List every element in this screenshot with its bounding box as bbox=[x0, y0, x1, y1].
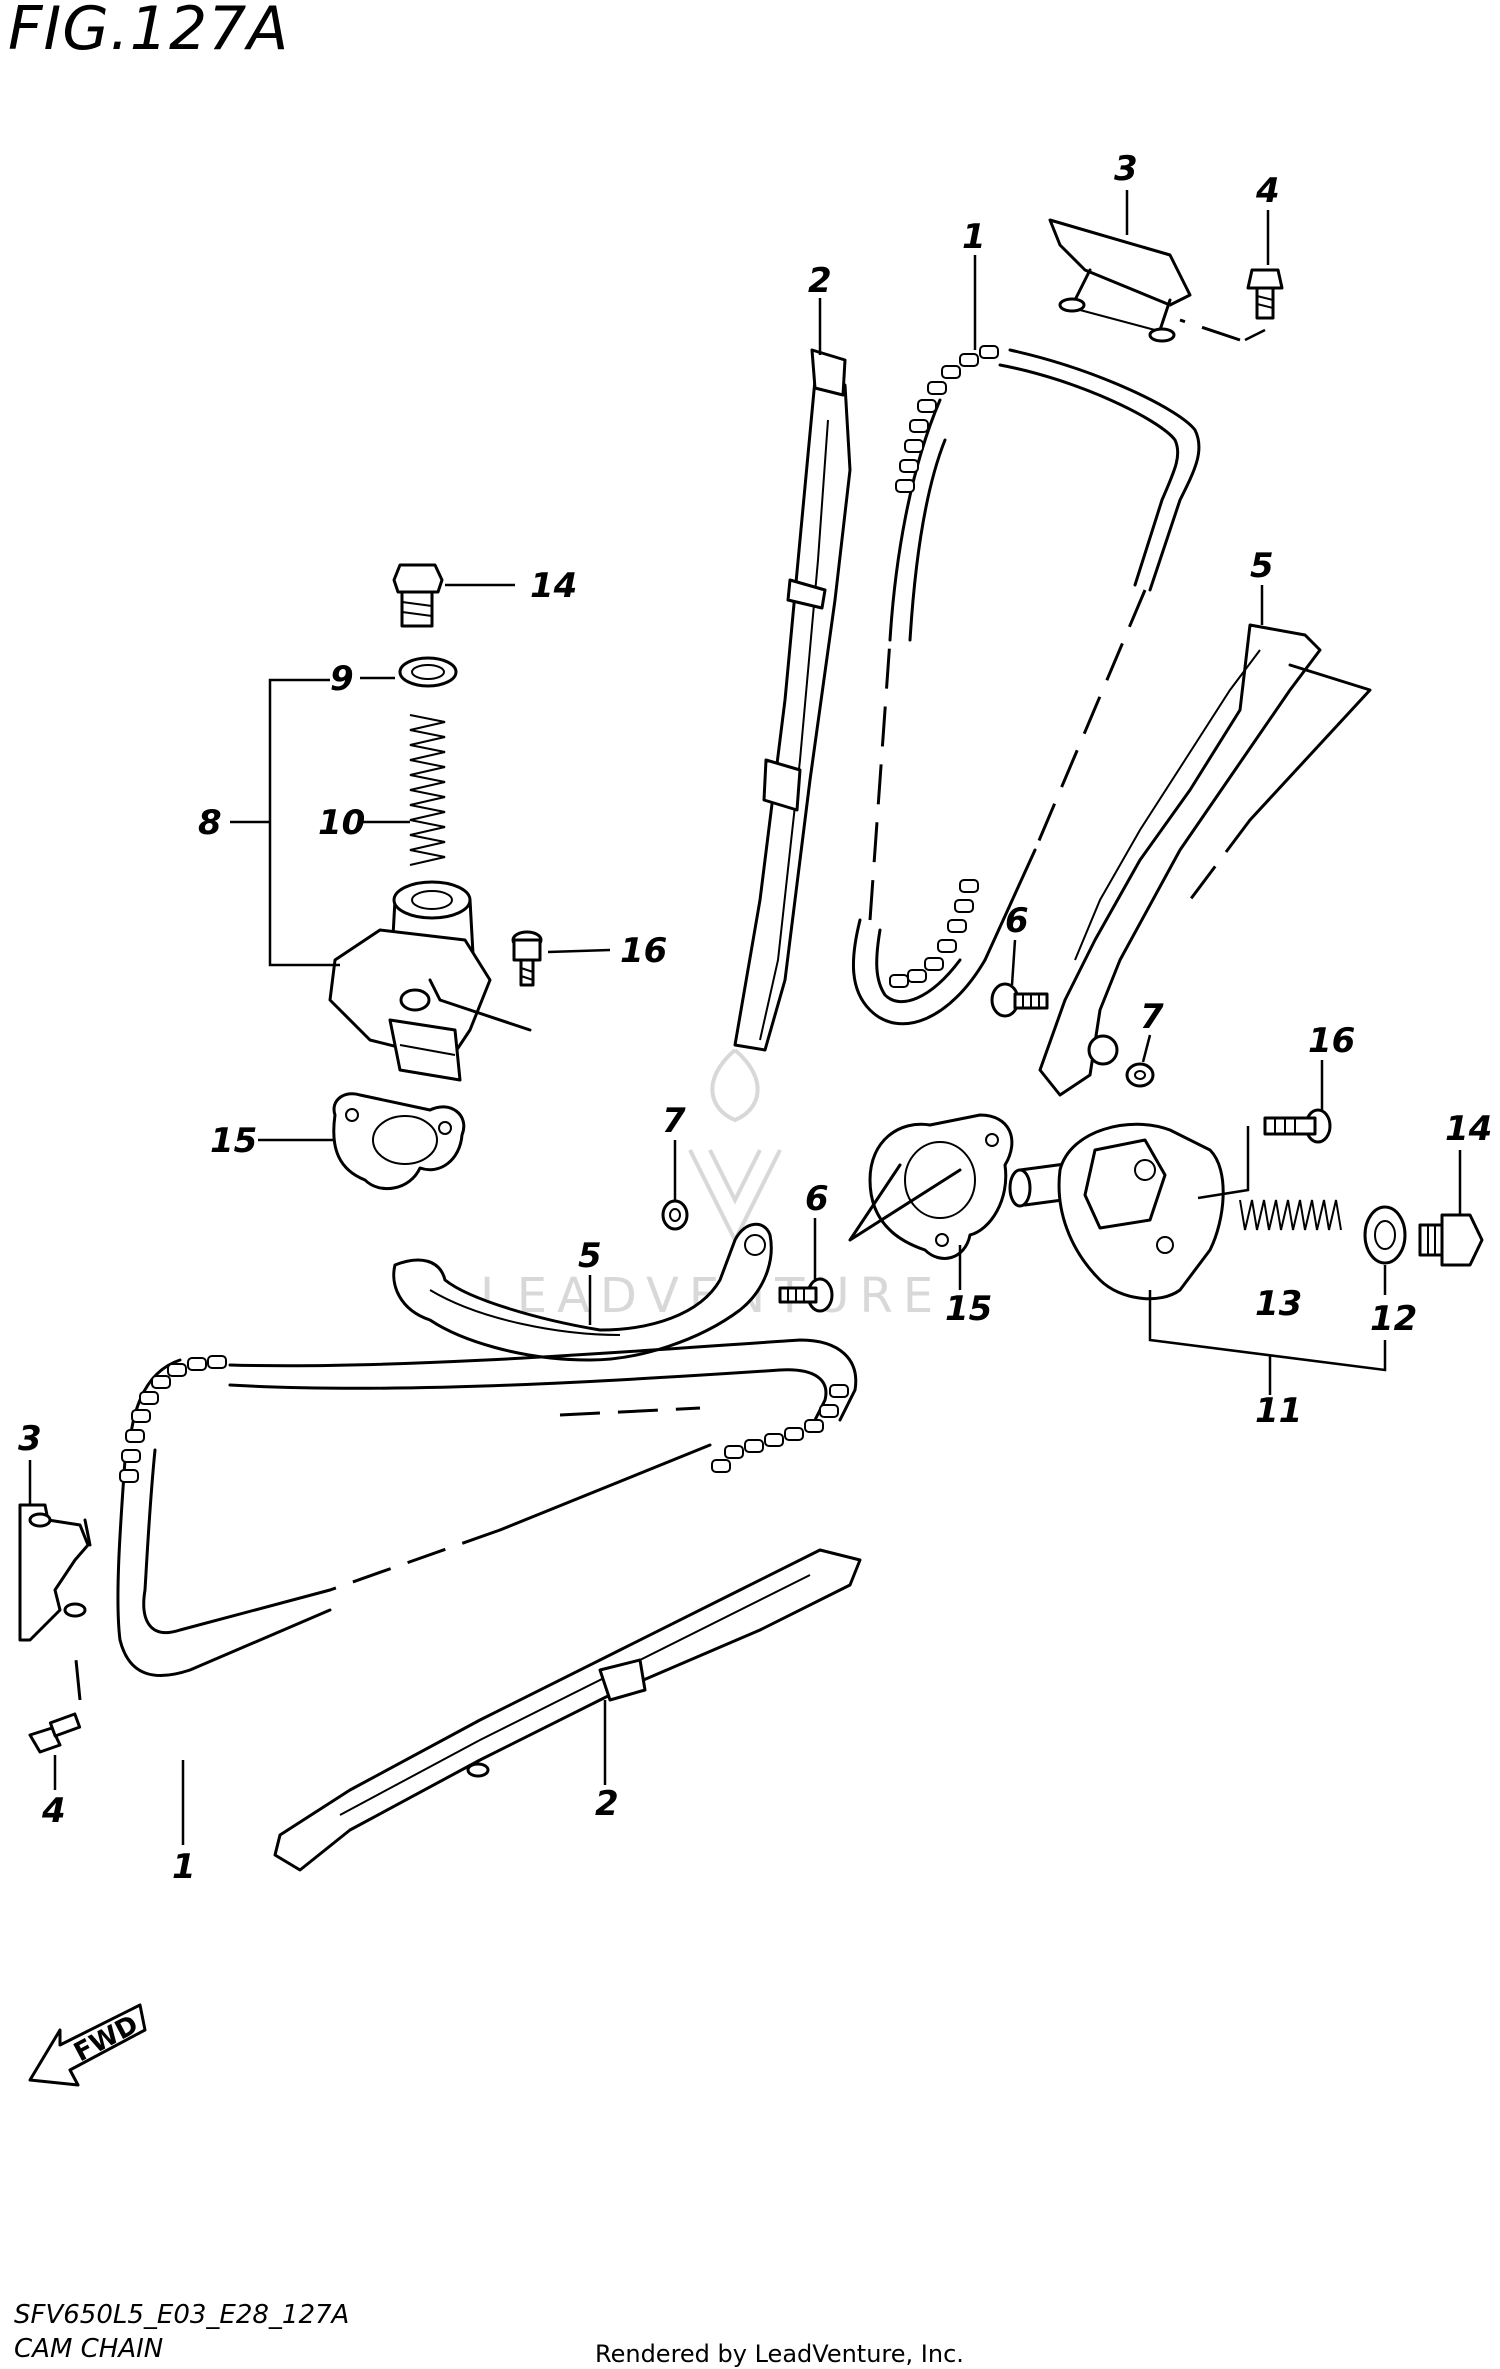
callout-1-top: 1 bbox=[962, 217, 986, 257]
leader-lines bbox=[28, 190, 1462, 1845]
callout-16-right: 16 bbox=[1308, 1021, 1355, 1061]
bracket-8 bbox=[230, 678, 340, 967]
callout-6-mid: 6 bbox=[805, 1179, 829, 1219]
spring-right bbox=[1239, 1199, 1342, 1231]
guide-plate-top bbox=[1048, 218, 1192, 343]
guide-plate-bottom bbox=[18, 1503, 92, 1642]
callout-16-left: 16 bbox=[620, 931, 667, 971]
callout-2-top: 2 bbox=[808, 261, 832, 301]
callout-4-left: 4 bbox=[41, 1791, 66, 1831]
callout-15-left: 15 bbox=[210, 1121, 257, 1161]
pivot-bolt-mid bbox=[778, 1277, 834, 1313]
callout-11: 11 bbox=[1255, 1391, 1302, 1431]
tensioner-lever-top bbox=[1038, 623, 1372, 1097]
tensioner-lever-bottom bbox=[392, 1222, 773, 1362]
callout-6-right: 6 bbox=[1005, 901, 1029, 941]
plug-bolt-left bbox=[392, 563, 444, 628]
plug-bolt-right bbox=[1418, 1213, 1484, 1267]
callout-labels: 1 2 3 4 5 14 9 8 10 16 15 6 7 16 14 7 6 … bbox=[18, 149, 1492, 1887]
cam-chain-bottom bbox=[116, 1338, 858, 1677]
chain-links-bottom-left bbox=[119, 1355, 227, 1483]
callout-15-mid: 15 bbox=[945, 1289, 992, 1329]
pivot-bolt-right bbox=[990, 982, 1049, 1018]
callout-9: 9 bbox=[330, 659, 354, 699]
callout-12: 12 bbox=[1370, 1299, 1417, 1339]
washer-right-12 bbox=[1363, 1205, 1407, 1265]
spring-left bbox=[409, 714, 446, 866]
bolt-top-right bbox=[1179, 268, 1284, 342]
callout-1-bottom: 1 bbox=[172, 1847, 196, 1887]
callout-7-right: 7 bbox=[1140, 997, 1164, 1037]
figure-name: CAM CHAIN bbox=[14, 2334, 164, 2364]
callout-3-top: 3 bbox=[1114, 149, 1138, 189]
fwd-label: FWD bbox=[69, 2010, 143, 2068]
callout-3-left: 3 bbox=[18, 1419, 42, 1459]
figure-title: FIG.127A bbox=[8, 0, 290, 64]
callout-2-bottom: 2 bbox=[595, 1784, 619, 1824]
callout-5-top: 5 bbox=[1250, 546, 1274, 586]
callout-5-mid: 5 bbox=[578, 1236, 602, 1276]
callout-14-right: 14 bbox=[1445, 1109, 1492, 1149]
chain-links-top-bottom bbox=[889, 879, 979, 988]
bracket-11 bbox=[1148, 1290, 1387, 1395]
gasket-left bbox=[332, 1092, 466, 1190]
gasket-right bbox=[848, 1113, 1014, 1260]
screw-right bbox=[1197, 1108, 1332, 1200]
callout-14-left: 14 bbox=[530, 566, 577, 606]
figure-code: SFV650L5_E03_E28_127A bbox=[14, 2300, 350, 2330]
screw-left bbox=[511, 930, 543, 987]
tensioner-body-left bbox=[328, 880, 532, 1082]
washer-right bbox=[1125, 1062, 1155, 1088]
callout-4-top: 4 bbox=[1255, 171, 1280, 211]
chain-guide-bottom bbox=[273, 1548, 862, 1872]
watermark-logo bbox=[688, 1048, 782, 1245]
chain-links-bottom-right bbox=[711, 1384, 849, 1473]
tensioner-body-right bbox=[1008, 1122, 1225, 1301]
render-credit: Rendered by LeadVenture, Inc. bbox=[595, 2340, 964, 2368]
callout-10: 10 bbox=[318, 803, 365, 843]
chain-links-top-left bbox=[895, 345, 999, 493]
bolt-bottom-left bbox=[28, 1649, 82, 1754]
chain-guide-top bbox=[733, 348, 852, 1052]
cam-chain-top bbox=[851, 345, 1201, 1026]
washer-mid bbox=[661, 1199, 689, 1231]
fwd-arrow-icon: FWD bbox=[28, 2003, 147, 2087]
callout-8: 8 bbox=[198, 803, 222, 843]
callout-13: 13 bbox=[1255, 1284, 1302, 1324]
callout-7-mid: 7 bbox=[662, 1101, 686, 1141]
gasket-washer-left bbox=[398, 656, 458, 688]
